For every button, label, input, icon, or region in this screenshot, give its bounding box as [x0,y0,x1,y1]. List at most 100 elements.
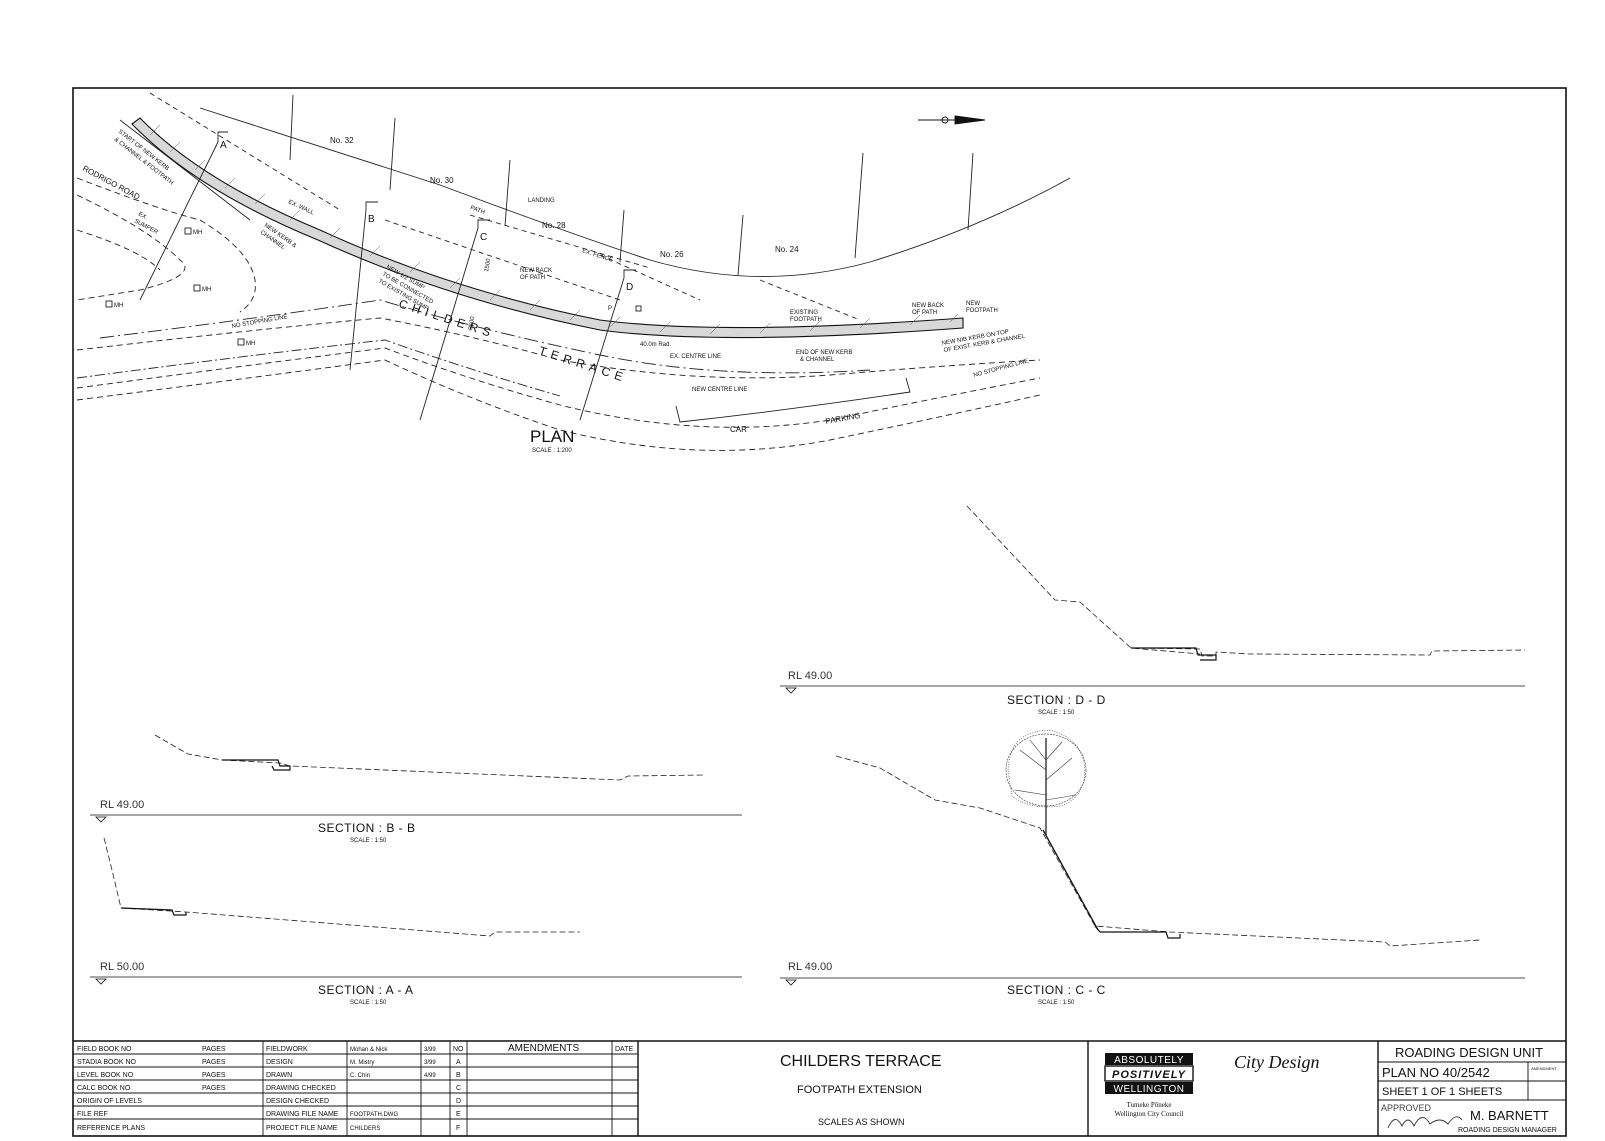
work-row-label: DRAWN [266,1072,292,1079]
field-row-pages: PAGES [202,1085,226,1092]
work-row-name: C. Chin [350,1073,370,1079]
work-row-label: DRAWING CHECKED [266,1085,336,1092]
lot-line [504,159,511,227]
section-cut-a [139,141,219,301]
lot-label: No. 30 [430,176,454,185]
section-scale-b: SCALE : 1:50 [350,838,387,844]
work-row-name: Mohan & Nick [350,1047,388,1053]
work-table: FIELDWORK DESIGN DRAWN DRAWING CHECKED D… [266,1046,436,1132]
section-cut-c [419,227,479,421]
annotation: NEW CENTRE LINE [692,387,747,393]
amend-letter: C [456,1085,461,1092]
field-row-label: FILE REF [77,1111,108,1118]
annotation: MH [246,341,255,347]
footpath-hatching [149,124,959,335]
annotation: END OF NEW KERB [796,350,852,356]
work-row-date: 4/99 [424,1073,436,1079]
tree-icon [1005,730,1087,836]
lot-label: No. 28 [542,221,566,230]
work-row-name: M. Mistry [350,1060,374,1066]
project-title: CHILDERS TERRACE [780,1053,942,1070]
road-edge-dashed [76,317,1041,379]
wellington-logo: ABSOLUTELY POSITIVELY WELLINGTON Tumeke … [1104,1053,1194,1118]
field-row-label: LEVEL BOOK NO [77,1072,134,1079]
logo-line-1: ABSOLUTELY [1114,1055,1184,1066]
work-row-label: DESIGN CHECKED [266,1098,329,1105]
field-row-label: ORIGIN OF LEVELS [77,1098,142,1105]
lot-line [289,94,294,161]
field-row-label: FIELD BOOK NO [77,1046,132,1053]
annotation: EX. CENTRE LINE [670,354,721,360]
section-marker-b: B [368,214,375,225]
work-row-date: 3/99 [424,1047,436,1053]
council-line-2: Wellington City Council [1115,1110,1184,1118]
section-title-b: SECTION : B - B [318,821,416,835]
annotation: MH [202,287,211,293]
manager-name: M. BARNETT [1470,1108,1549,1123]
unit-label: ROADING DESIGN UNIT [1395,1045,1543,1060]
terrace-label: TERRACE [537,344,629,386]
annotation: NEW [966,301,980,307]
property-boundary [199,107,1071,277]
annotation: SUMPER [133,218,159,236]
annotation: & CHANNEL [800,357,835,363]
field-row-pages: PAGES [202,1046,226,1053]
lot-label: No. 32 [330,136,354,145]
lot-line [389,117,396,191]
field-row-pages: PAGES [202,1059,226,1066]
road-edge-dashed [76,339,561,397]
lot-line [967,152,974,231]
annotation: MH [114,303,123,309]
manager-title: ROADING DESIGN MANAGER [1458,1127,1557,1134]
plan-number: PLAN NO 40/2542 [1382,1065,1490,1080]
annotation: FOOTPATH [966,308,998,314]
amend-letter: D [456,1098,461,1105]
rodrigo-road-edge [76,177,256,313]
north-arrow [918,115,986,125]
work-row-label: DRAWING FILE NAME [266,1111,339,1118]
annotation: LANDING [528,198,555,204]
amend-header: AMENDMENTS [508,1043,579,1054]
lot-line [737,214,744,276]
annotation: EX. WALL [287,199,315,216]
lot-line [854,152,864,259]
amend-letter: E [456,1111,461,1118]
annotation: NO STOPPING LINE [973,358,1029,378]
section-d-d [780,505,1526,694]
annotation: NEW BACK [520,268,552,274]
council-line-1: Tumeke Pōneke [1126,1101,1171,1109]
section-scale-a: SCALE : 1:50 [350,1000,387,1006]
annotation: MH [193,230,202,236]
plan-title: PLAN [530,427,574,446]
section-marker-d: D [626,282,633,293]
amend-letter: B [456,1072,461,1079]
annotation: 3500 [468,316,476,331]
annotation: P [608,306,612,312]
road-edge-dashed [76,347,1041,428]
section-scale-d: SCALE : 1:50 [1038,710,1075,716]
centre-line [99,299,871,374]
section-cut-d [579,277,625,421]
section-cut-b [349,209,367,371]
lot-label: No. 24 [775,245,799,254]
section-title-a: SECTION : A - A [318,983,414,997]
annotation: EX. FENCE [581,248,613,263]
annotation: OF PATH [912,310,937,316]
field-row-label: STADIA BOOK NO [77,1059,137,1066]
annotation: NEW BACK [912,303,944,309]
annotation: 1500 [484,258,492,273]
annotation: PATH [469,205,485,216]
sheet-border [72,87,1567,1137]
section-scale-c: SCALE : 1:50 [1038,1000,1075,1006]
rl-label-d: RL 49.00 [788,670,832,682]
field-row-label: CALC BOOK NO [77,1085,131,1092]
rodrigo-road-edge [76,229,161,271]
parking-label: PARKING [825,411,861,426]
amend-letter: F [456,1125,460,1132]
rl-label-a: RL 50.00 [100,961,144,973]
annotation: EX. [137,211,149,221]
rodrigo-road-edge [76,194,186,301]
field-row-label: REFERENCE PLANS [77,1125,145,1132]
work-row-label: DESIGN [266,1059,293,1066]
